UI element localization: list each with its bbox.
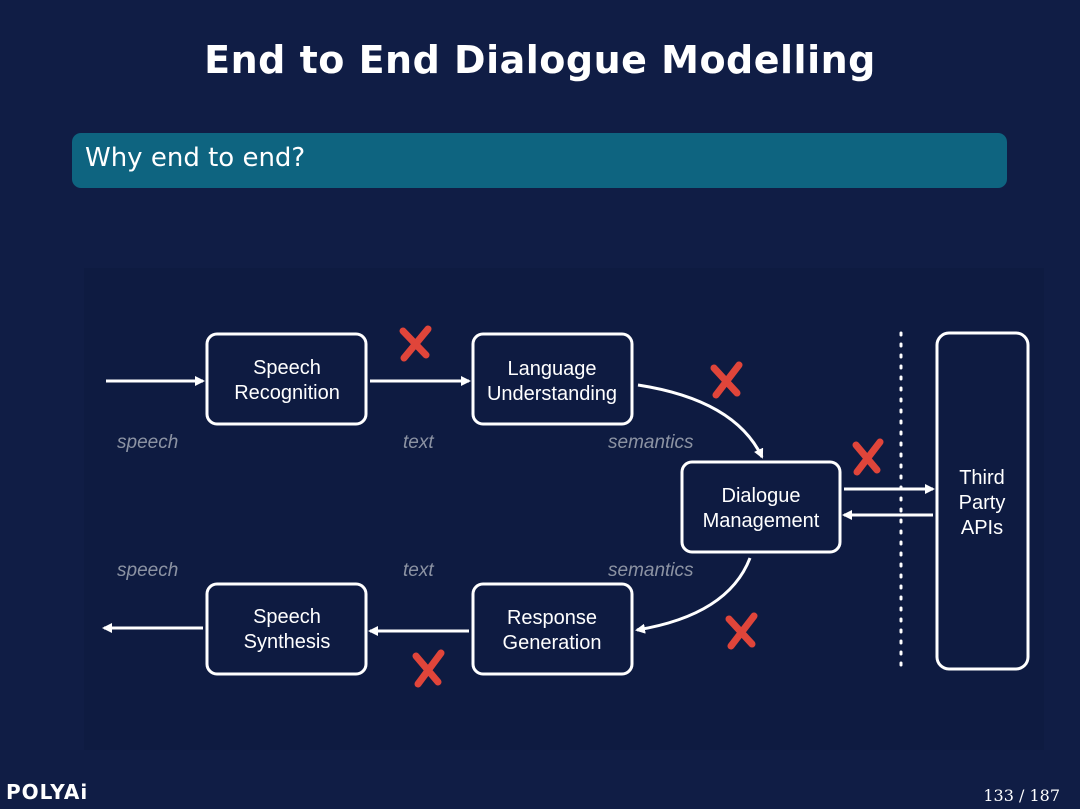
- bottom-text-label: text: [403, 560, 434, 581]
- section-banner: Why end to end?: [72, 133, 1007, 188]
- speech-synthesis-label-2: Synthesis: [244, 631, 331, 653]
- language-understanding-box: Language Understanding: [471, 332, 634, 426]
- dm-to-nlg-arrow: [635, 557, 752, 634]
- top-text-label: text: [403, 432, 434, 453]
- third-party-apis-box: Third Party APIs: [935, 331, 1030, 671]
- slide-title: End to End Dialogue Modelling: [204, 38, 876, 82]
- third-party-label-2: Party: [959, 492, 1006, 514]
- speech-synthesis-box: Speech Synthesis: [205, 582, 368, 676]
- dialogue-management-label-1: Dialogue: [722, 485, 801, 507]
- speech-synthesis-label-1: Speech: [253, 606, 321, 628]
- bottom-semantics-label: semantics: [608, 560, 694, 581]
- polyai-logo: POLYAi: [6, 780, 89, 804]
- dialogue-management-label-2: Management: [703, 510, 820, 532]
- cross-icon: [710, 361, 743, 399]
- third-party-label-1: Third: [959, 467, 1005, 489]
- third-party-label-3: APIs: [961, 517, 1003, 539]
- page-number: 133 / 187: [983, 786, 1060, 805]
- response-generation-box: Response Generation: [471, 582, 634, 676]
- nlu-to-dm-arrow: [637, 383, 764, 459]
- bottom-speech-label: speech: [117, 560, 178, 581]
- speech-recognition-label-1: Speech: [253, 357, 321, 379]
- language-understanding-label-2: Understanding: [487, 383, 617, 405]
- response-generation-label-1: Response: [507, 607, 597, 629]
- language-understanding-label-1: Language: [508, 358, 597, 380]
- speech-recognition-label-2: Recognition: [234, 382, 340, 404]
- banner-text: Why end to end?: [85, 143, 306, 173]
- dialogue-management-box: Dialogue Management: [680, 460, 842, 554]
- response-generation-label-2: Generation: [503, 632, 602, 654]
- top-speech-label: speech: [117, 432, 178, 453]
- cross-icon: [852, 438, 884, 476]
- cross-icon: [725, 612, 758, 650]
- cross-icon: [399, 325, 432, 362]
- top-semantics-label: semantics: [608, 432, 694, 453]
- diagram-background: [84, 268, 1044, 750]
- cross-icon: [412, 649, 445, 688]
- speech-recognition-box: Speech Recognition: [205, 332, 368, 426]
